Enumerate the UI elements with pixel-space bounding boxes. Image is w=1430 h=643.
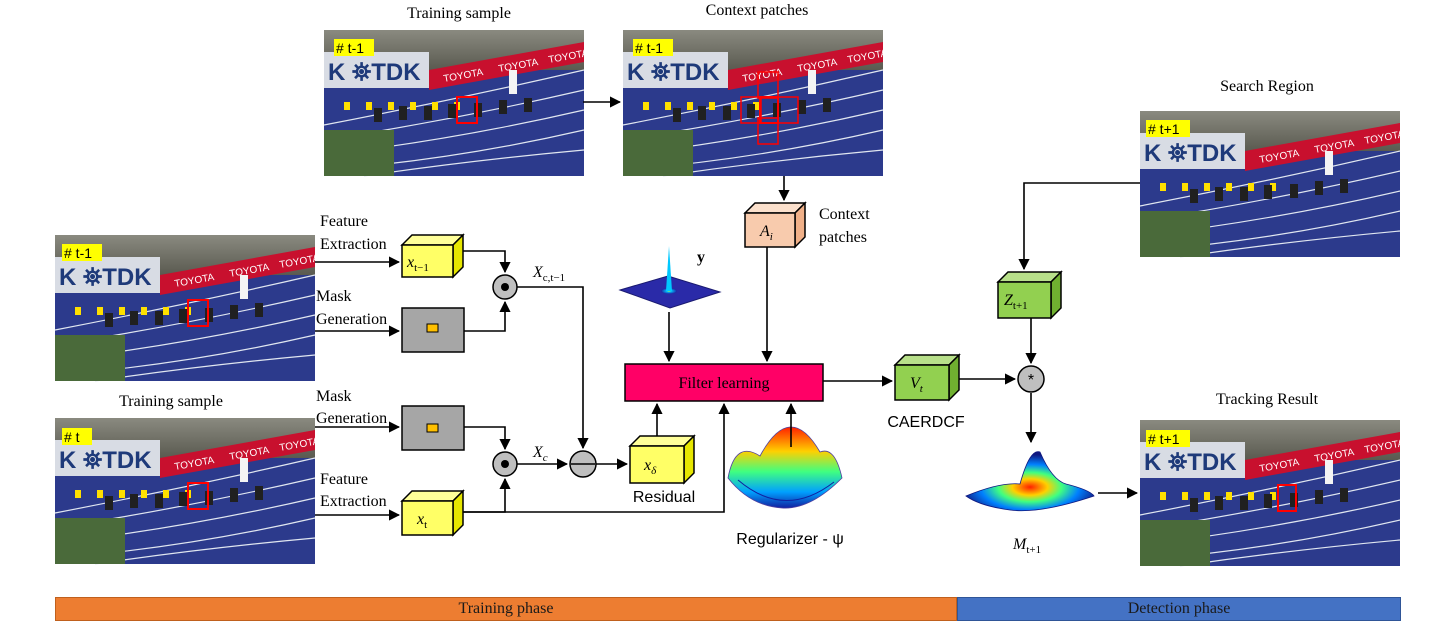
svg-text:*: * [1028,372,1034,389]
caerdcf-label: CAERDCF [887,414,965,431]
context-patches-label-2: patches [819,229,867,246]
feature-box-x-tm1: xt−1 [400,233,465,279]
regularizer-surface [727,426,843,509]
response-map-surface [965,451,1095,512]
feature-box-x-t: xt [400,489,465,537]
frame-tag: # t-1 [635,40,663,56]
search-region-title: Search Region [1220,78,1314,95]
mask-generation-label-3: Mask [316,388,352,405]
y-label: y [697,249,705,266]
filter-learning-block [624,363,824,402]
mask-multiply-op-bottom [492,451,518,477]
correlation-op: * [1017,365,1045,393]
training-sample-top-title: Training sample [407,5,511,22]
feature-extraction-label-2: Extraction [320,236,387,253]
svg-text:xt−1: xt−1 [406,254,429,274]
filter-learning-label: Filter learning [678,375,769,392]
mask-generation-label-2: Generation [316,311,387,328]
context-patches-top-title: Context patches [706,2,809,19]
frame-tag: # t-1 [336,40,364,56]
svg-text:Ai: Ai [759,223,773,243]
frame-tag: # t-1 [64,245,92,261]
tracking-result-title: Tracking Result [1216,391,1319,408]
mask-box-top [401,307,465,353]
connection-arrows [315,96,1140,521]
svg-text:xδ: xδ [643,457,657,477]
training-sample-top-image: # t-1 [323,29,591,177]
gaussian-label-y-plot: y [618,246,722,309]
training-phase-bar: Training phase [55,597,957,621]
detection-phase-bar: Detection phase [957,597,1401,621]
residual-box-x-delta: xδ [628,434,696,485]
mask-generation-label-1: Mask [316,288,352,305]
filter-box-v-t: Vt [893,353,961,402]
left-curr-frame-image: # t [54,417,322,565]
feature-extraction-label-4: Extraction [320,493,387,510]
tracking-result-image: # t+1 [1139,419,1407,567]
feature-extraction-label-1: Feature [320,213,368,230]
search-region-image: # t+1 [1139,110,1407,258]
residual-label: Residual [633,489,695,506]
frame-tag: # t [64,429,80,445]
x-c-label: Xc [532,444,548,464]
context-patches-label-1: Context [819,206,870,223]
mask-box-bottom [401,405,465,451]
context-box-a-i: Ai [743,201,807,249]
training-sample-mid-title: Training sample [119,393,223,410]
frame-tag: # t+1 [1148,431,1180,447]
feature-box-z-tp1: Zt+1 [996,270,1063,320]
svg-text:Vt: Vt [910,375,924,395]
left-prev-frame-image: # t-1 [54,234,322,382]
mask-multiply-op-top [492,274,518,300]
m-tp1-label: Mt+1 [1012,536,1041,556]
mask-generation-label-4: Generation [316,410,387,427]
x-c-tm1-label: Xc,t−1 [532,264,565,284]
feature-extraction-label-3: Feature [320,471,368,488]
context-patches-image: # t-1 [622,29,890,177]
frame-tag: # t+1 [1148,121,1180,137]
regularizer-label: Regularizer - ψ [736,531,843,548]
svg-text:Zt+1: Zt+1 [1004,292,1028,312]
svg-text:xt: xt [416,511,427,531]
subtract-op [569,450,597,478]
